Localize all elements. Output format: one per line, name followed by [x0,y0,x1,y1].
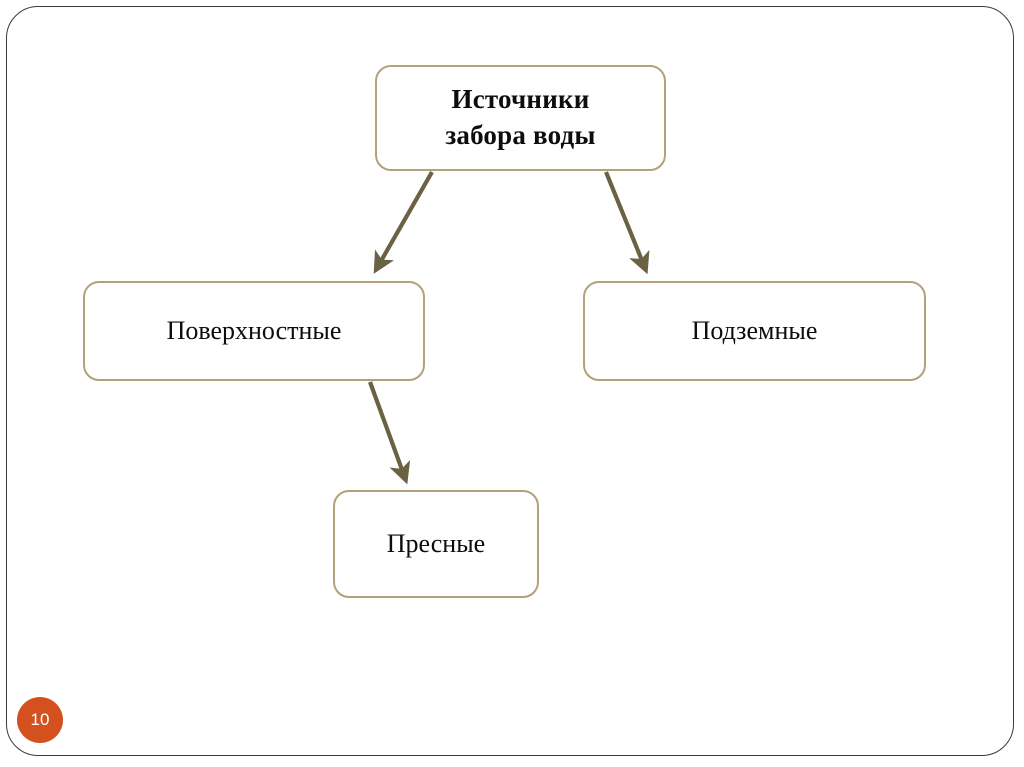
node-presnye[interactable]: Пресные [333,490,539,598]
arrow-root-to-surface [373,170,434,274]
arrow-root-to-underground [604,171,650,275]
arrow-surface-to-fresh [368,381,411,485]
node-root-label: Источники забора воды [445,84,596,150]
node-podzemnye[interactable]: Подземные [583,281,926,381]
node-poverkhnostnye[interactable]: Поверхностные [83,281,425,381]
node-istochniki-zabora-vody[interactable]: Источники забора воды [375,65,666,171]
node-fresh-label: Пресные [386,528,486,558]
slide-number-badge: 10 [17,697,63,743]
node-underground-label: Подземные [691,315,818,345]
node-surface-label: Поверхностные [166,315,342,345]
slide-number-text: 10 [30,710,50,729]
